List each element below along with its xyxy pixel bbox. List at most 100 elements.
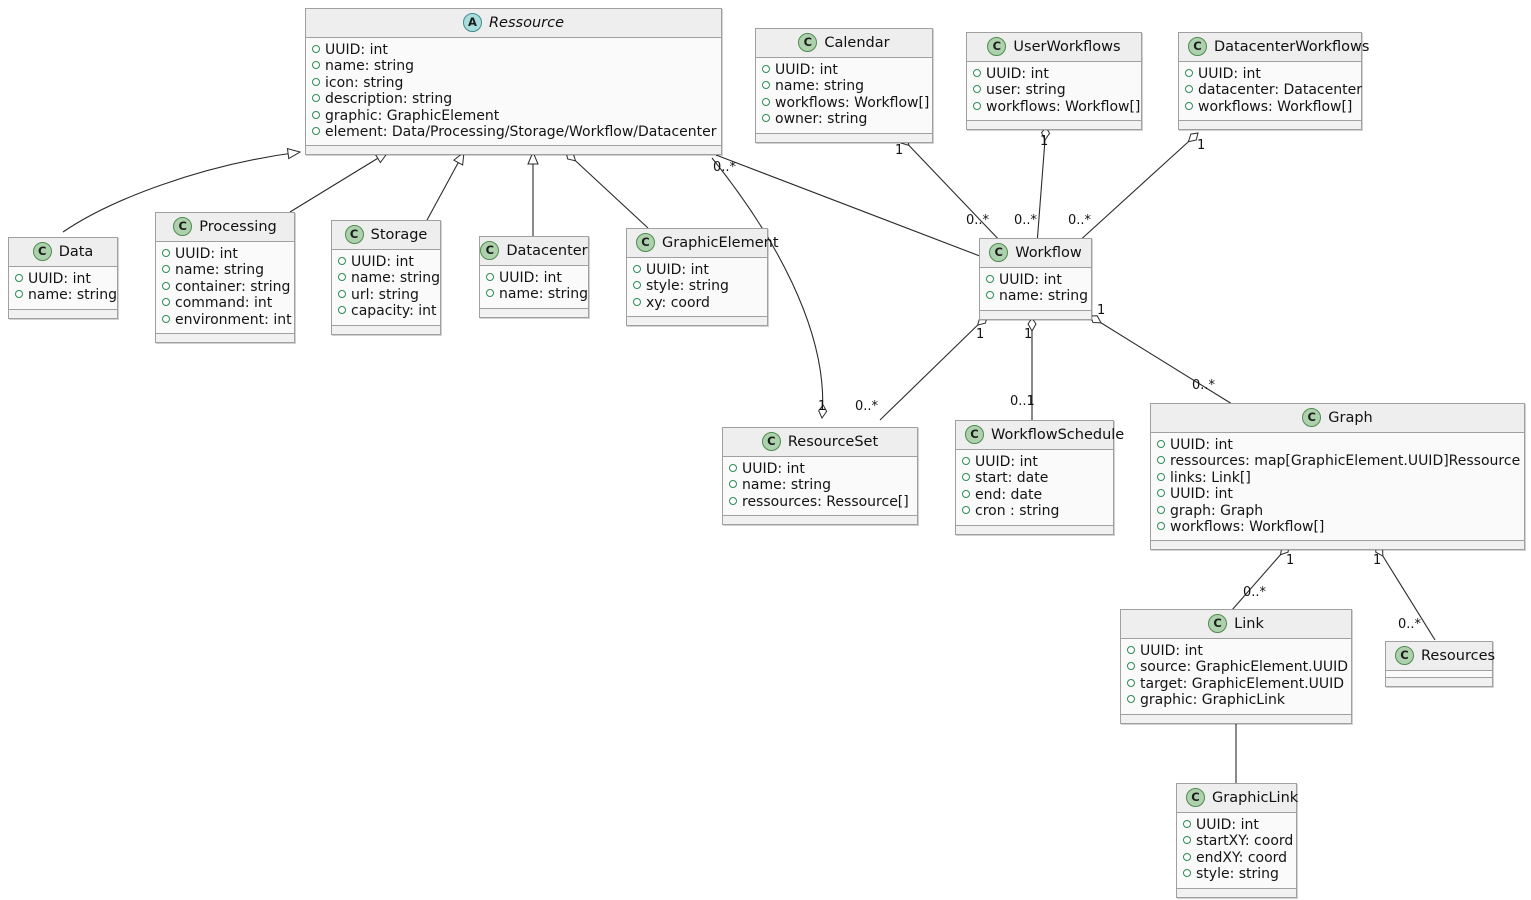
class-box-graph[interactable]: C Graph UUID: int ressources: map[Graphi… [1150, 403, 1525, 551]
attribute-row: element: Data/Processing/Storage/Workflo… [312, 124, 717, 141]
class-box-storage[interactable]: C Storage UUID: int name: string url: st… [331, 220, 441, 335]
attribute-bullet-icon [973, 101, 981, 110]
class-badge-icon: C [989, 243, 1009, 262]
attribute-text: description: string [325, 91, 453, 108]
attribute-row: name: string [338, 270, 440, 286]
multiplicity-label: 1 [1373, 553, 1382, 568]
multiplicity-label: 0..1 [1010, 394, 1035, 409]
class-header-resourceset: C ResourceSet [723, 428, 917, 457]
attribute-row: icon: string [312, 75, 715, 91]
attribute-bullet-icon [729, 496, 737, 505]
attribute-bullet-icon [973, 69, 981, 77]
attribute-row: datacenter: Datacenter [1185, 82, 1362, 98]
attribute-bullet-icon [1157, 472, 1165, 481]
class-box-resourceset[interactable]: C ResourceSet UUID: int name: string res… [722, 427, 918, 526]
attribute-bullet-icon [962, 457, 970, 465]
attribute-text: url: string [351, 286, 419, 303]
attribute-bullet-icon [162, 281, 170, 290]
attribute-bullet-icon [162, 249, 170, 257]
attribute-bullet-icon [962, 489, 970, 498]
attribute-row: name: string [312, 58, 715, 74]
class-attributes-link: UUID: int source: GraphicElement.UUID ta… [1121, 639, 1351, 715]
class-title-graphicelement: GraphicElement [662, 234, 779, 251]
attribute-row: endXY: coord [1183, 850, 1290, 866]
attribute-text: UUID: int [775, 62, 838, 78]
attribute-bullet-icon [762, 114, 770, 123]
attribute-bullet-icon [986, 275, 994, 283]
multiplicity-label: 0..* [1192, 378, 1216, 393]
attribute-text: element: Data/Processing/Storage/Workflo… [325, 124, 717, 141]
attribute-bullet-icon [312, 45, 320, 53]
attribute-row: ressources: Ressource[] [729, 494, 911, 510]
class-attributes-graphiclink: UUID: int startXY: coord endXY: coord st… [1177, 813, 1296, 889]
class-attributes-workflow: UUID: int name: string [980, 268, 1091, 311]
class-box-calendar[interactable]: C Calendar UUID: int name: string workfl… [755, 28, 933, 143]
class-box-graphicelement[interactable]: C GraphicElement UUID: int style: string… [626, 228, 779, 327]
class-header-ressource: A Ressource [306, 9, 721, 38]
attribute-row: UUID: int [1185, 66, 1355, 82]
multiplicity-label: 0..* [1068, 213, 1092, 228]
attribute-row: graphic: GraphicLink [1127, 692, 1345, 708]
class-title-calendar: Calendar [824, 34, 890, 51]
attribute-bullet-icon [973, 85, 981, 94]
class-box-data[interactable]: C Data UUID: int name: string [8, 237, 118, 319]
class-box-userworkflows[interactable]: C UserWorkflows UUID: int user: string w… [966, 32, 1142, 131]
class-methods-datacenterworkflows [1179, 121, 1361, 130]
class-box-link[interactable]: C Link UUID: int source: GraphicElement.… [1120, 609, 1352, 724]
attribute-bullet-icon [633, 265, 641, 273]
attribute-row: end: date [962, 487, 1107, 503]
attribute-text: style: string [1196, 866, 1279, 883]
attribute-row: graphic: GraphicElement [312, 108, 715, 124]
class-header-data: C Data [9, 238, 117, 267]
class-methods-datacenter [480, 308, 588, 317]
class-badge-icon: C [1186, 788, 1205, 807]
attribute-bullet-icon [1157, 456, 1165, 465]
class-box-workflow[interactable]: C Workflow UUID: int name: string [979, 238, 1092, 320]
attribute-text: endXY: coord [1196, 849, 1288, 866]
attribute-row: UUID: int [973, 66, 1135, 82]
attribute-row: workflows: Workflow[] [973, 99, 1140, 115]
multiplicity-label: 1 [818, 399, 827, 414]
class-attributes-resources [1386, 671, 1492, 678]
attribute-text: name: string [499, 286, 589, 303]
class-box-graphiclink[interactable]: C GraphicLink UUID: int startXY: coord e… [1176, 783, 1298, 898]
class-title-data: Data [58, 243, 94, 260]
attribute-row: UUID: int [1127, 643, 1345, 659]
class-badge-icon: C [1208, 614, 1228, 633]
attribute-row: name: string [729, 477, 911, 493]
attribute-text: UUID: int [325, 42, 388, 58]
attribute-text: style: string [646, 278, 729, 295]
attribute-text: workflows: Workflow[] [1198, 98, 1353, 115]
class-badge-icon: C [798, 33, 818, 52]
class-box-resources[interactable]: C Resources [1385, 641, 1495, 687]
attribute-bullet-icon [762, 81, 770, 90]
attribute-bullet-icon [486, 273, 494, 281]
attribute-text: UUID: int [742, 461, 805, 477]
attribute-bullet-icon [1157, 489, 1165, 498]
class-attributes-data: UUID: int name: string [9, 267, 117, 310]
class-box-datacenterworkflows[interactable]: C DatacenterWorkflows UUID: int datacent… [1178, 32, 1369, 131]
attribute-text: xy: coord [646, 294, 710, 311]
multiplicity-label: 1 [1286, 553, 1295, 568]
attribute-text: owner: string [775, 111, 868, 128]
attribute-row: capacity: int [338, 303, 437, 319]
attribute-text: environment: int [175, 311, 292, 328]
class-badge-icon: C [987, 37, 1007, 56]
class-box-datacenter[interactable]: C Datacenter UUID: int name: string [479, 236, 589, 318]
multiplicity-label: 0..* [855, 399, 879, 414]
class-title-workflow: Workflow [1015, 244, 1082, 261]
attribute-row: UUID: int [986, 272, 1085, 288]
class-box-workflowschedule[interactable]: C WorkflowSchedule UUID: int start: date… [955, 420, 1124, 535]
attribute-text: UUID: int [646, 262, 709, 278]
attribute-bullet-icon [1185, 85, 1193, 94]
attribute-bullet-icon [729, 464, 737, 472]
attribute-text: start: date [975, 470, 1049, 487]
class-box-processing[interactable]: C Processing UUID: int name: string cont… [155, 212, 295, 344]
class-header-processing: C Processing [156, 213, 294, 242]
attribute-row: name: string [15, 287, 117, 303]
attribute-bullet-icon [312, 77, 320, 86]
class-attributes-graph: UUID: int ressources: map[GraphicElement… [1151, 433, 1524, 542]
class-header-storage: C Storage [332, 221, 440, 250]
class-box-ressource[interactable]: A Ressource UUID: int name: string icon:… [305, 8, 722, 156]
attribute-bullet-icon [633, 297, 641, 306]
